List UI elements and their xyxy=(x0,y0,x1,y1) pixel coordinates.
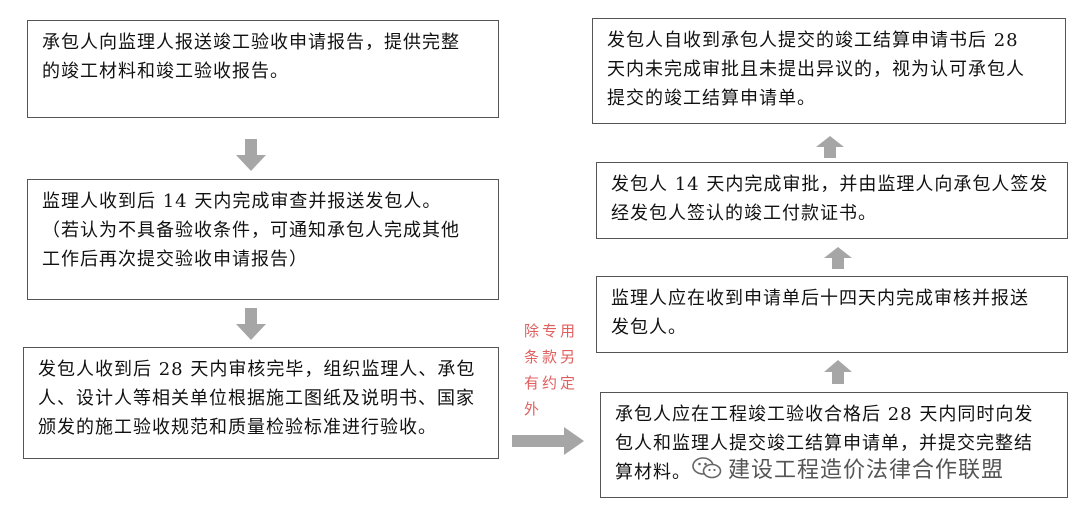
right-step-2-box: 监理人应在收到申请单后十四天内完成审核并报送 发包人。 xyxy=(596,276,1068,353)
left-step-3-line-3: 颁发的施工验收规范和质量检验标准进行验收。 xyxy=(38,417,437,438)
left-step-3-box: 发包人收到后 28 天内审核完毕，组织监理人、承包 人、设计人等相关单位根据施工… xyxy=(23,347,499,459)
right-arrow-icon xyxy=(512,427,584,455)
right-step-4-line-2: 天内未完成审批且未提出异议的，视为认可承包人 xyxy=(607,59,1025,80)
right-step-2-line-2: 发包人。 xyxy=(611,317,687,338)
wechat-icon xyxy=(692,457,722,479)
up-arrow-3-icon xyxy=(816,136,844,158)
connector-note-line-2: 条款另 xyxy=(524,348,579,366)
right-step-1-box: 承包人应在工程竣工验收合格后 28 天内同时向发 包人和监理人提交竣工结算申请单… xyxy=(600,392,1068,498)
right-step-1-line-2: 包人和监理人提交竣工结算申请单，并提交完整结 xyxy=(615,433,1033,454)
down-arrow-2-icon xyxy=(236,308,266,340)
right-step-1-line-3: 算材料。 xyxy=(615,462,691,483)
left-step-1-box: 承包人向监理人报送竣工验收申请报告，提供完整 的竣工材料和竣工验收报告。 xyxy=(27,20,499,118)
right-step-4-box: 发包人自收到承包人提交的竣工结算申请书后 28 天内未完成审批且未提出异议的，视… xyxy=(592,18,1066,124)
right-step-4-line-3: 提交的竣工结算申请单。 xyxy=(607,88,816,109)
left-step-1-line-2: 的竣工材料和竣工验收报告。 xyxy=(42,61,289,82)
up-arrow-2-icon xyxy=(824,247,852,269)
left-step-1-line-1: 承包人向监理人报送竣工验收申请报告，提供完整 xyxy=(42,32,460,53)
connector-note-line-3: 有约定 xyxy=(524,374,579,392)
left-step-2-box: 监理人收到后 14 天内完成审查并报送发包人。 （若认为不具备验收条件，可通知承… xyxy=(27,179,499,300)
left-step-3-line-1: 发包人收到后 28 天内审核完毕，组织监理人、承包 xyxy=(38,359,476,380)
up-arrow-1-icon xyxy=(824,360,852,384)
watermark-text: 建设工程造价法律合作联盟 xyxy=(728,458,1005,483)
right-step-2-line-1: 监理人应在收到申请单后十四天内完成审核并报送 xyxy=(611,288,1029,309)
down-arrow-1-icon xyxy=(236,139,266,171)
left-step-2-line-1: 监理人收到后 14 天内完成审查并报送发包人。 xyxy=(42,191,442,212)
left-step-2-line-3: 工作后再次提交验收申请报告） xyxy=(42,249,308,270)
right-step-3-box: 发包人 14 天内完成审批，并由监理人向承包人签发 经发包人签认的竣工付款证书。 xyxy=(596,162,1068,239)
right-step-1-line-1: 承包人应在工程竣工验收合格后 28 天内同时向发 xyxy=(615,404,1034,425)
connector-note-line-1: 除专用 xyxy=(524,322,579,340)
left-step-2-line-2: （若认为不具备验收条件，可通知承包人完成其他 xyxy=(42,220,460,241)
watermark: 建设工程造价法律合作联盟 xyxy=(692,452,1004,484)
right-step-3-line-1: 发包人 14 天内完成审批，并由监理人向承包人签发 xyxy=(611,174,1049,195)
right-step-3-line-2: 经发包人签认的竣工付款证书。 xyxy=(611,203,877,224)
left-step-3-line-2: 人、设计人等相关单位根据施工图纸及说明书、国家 xyxy=(38,388,475,409)
connector-note-line-4: 外 xyxy=(524,400,543,418)
right-step-4-line-1: 发包人自收到承包人提交的竣工结算申请书后 28 xyxy=(607,30,1019,51)
connector-note: 除专用 条款另 有约定 外 xyxy=(524,318,586,422)
